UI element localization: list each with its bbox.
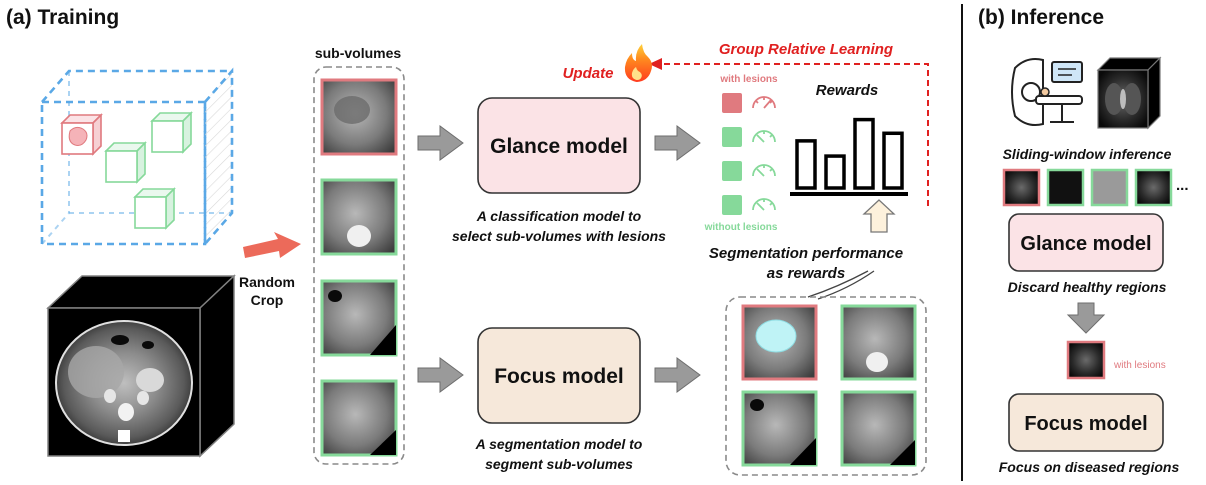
lesion-indicators (722, 93, 742, 215)
window-tile-healthy (1046, 168, 1085, 207)
lesion-subcube (60, 113, 103, 156)
inference-focus-model-box (1008, 393, 1164, 452)
with-lesions-label: with lesions (719, 74, 778, 85)
inference-focus-model-label: Focus model (1024, 413, 1147, 435)
fire-icon (624, 44, 652, 82)
glance-caption-2: select sub-volumes with lesions (452, 228, 666, 244)
seg-performance-label-1: Segmentation performance (709, 245, 903, 262)
rewards-title: Rewards (816, 82, 879, 99)
gauge-icon (752, 198, 776, 211)
arrow-to-focus (417, 357, 464, 393)
gauge-icons (752, 96, 776, 211)
random-crop-arrow (243, 232, 301, 258)
selected-lesion-tile (1066, 340, 1106, 380)
subvolume-tiles (320, 78, 398, 457)
segmentation-mask (755, 319, 797, 353)
segmentation-reward-arrow (862, 199, 896, 233)
window-tile-healthy (1090, 168, 1129, 207)
healthy-subcube (150, 111, 193, 154)
reward-bar (853, 117, 875, 190)
inference-down-arrow (1066, 302, 1106, 334)
focus-model-label: Focus model (494, 365, 624, 388)
indicator-healthy (722, 195, 742, 215)
reward-bars (795, 117, 904, 190)
segmentation-results-container (725, 296, 927, 476)
indicator-lesion (722, 93, 742, 113)
indicator-healthy (722, 161, 742, 181)
training-title: (a) Training (6, 6, 119, 29)
window-tile-healthy (1134, 168, 1173, 207)
healthy-subcube (133, 187, 176, 230)
arrow-to-rewards (654, 125, 701, 161)
focus-model-box (477, 327, 641, 424)
glance-model-box (477, 97, 641, 194)
subvolumes-label: sub-volumes (315, 45, 402, 61)
group-relative-learning-label: Group Relative Learning (719, 41, 893, 58)
lung-cube-icon (1096, 56, 1162, 130)
group-relative-learning-path (660, 63, 929, 206)
segmentation-result-tiles (741, 304, 917, 467)
indicator-healthy (722, 127, 742, 147)
random-crop-label-1: Random (239, 274, 295, 290)
inference-glance-model-box (1008, 213, 1164, 272)
discard-label: Discard healthy regions (1008, 279, 1167, 295)
update-arrowhead (649, 58, 662, 70)
reward-bar (795, 139, 817, 190)
healthy-subcube (104, 141, 147, 184)
callout-tail (807, 270, 869, 298)
window-tile-lesion (1002, 168, 1041, 207)
glance-model-label: Glance model (490, 135, 628, 158)
reward-bar (882, 131, 904, 190)
gauge-icon (752, 96, 776, 109)
sampled-volume-cube (40, 67, 234, 248)
update-label: Update (563, 65, 614, 82)
arrow-to-segmentation (654, 357, 701, 393)
inference-glance-model-label: Glance model (1020, 233, 1151, 255)
more-tiles-ellipsis: ... (1176, 177, 1189, 194)
reward-bar (824, 154, 846, 190)
inference-title: (b) Inference (978, 6, 1104, 29)
gauge-icon (752, 164, 776, 177)
glance-caption-1: A classification model to (476, 208, 642, 224)
focus-caption-2: segment sub-volumes (485, 456, 633, 472)
ct-scanner-icon (1011, 58, 1083, 126)
focus-diseased-label: Focus on diseased regions (999, 459, 1180, 475)
focus-caption-1: A segmentation model to (475, 436, 643, 452)
gauge-icon (752, 130, 776, 143)
random-crop-label-2: Crop (251, 292, 284, 308)
without-lesions-label: without lesions (704, 222, 778, 233)
lesion-icon (68, 126, 88, 146)
inference-with-lesions-label: with lesions (1113, 360, 1166, 371)
sliding-window-label: Sliding-window inference (1003, 146, 1172, 162)
arrow-to-glance (417, 125, 464, 161)
seg-performance-label-2: as rewards (767, 265, 845, 282)
subvolumes-container (313, 66, 405, 465)
flow-arrows (417, 125, 701, 393)
sliding-window-tiles (1002, 168, 1173, 207)
ct-volume-cube (46, 274, 236, 458)
